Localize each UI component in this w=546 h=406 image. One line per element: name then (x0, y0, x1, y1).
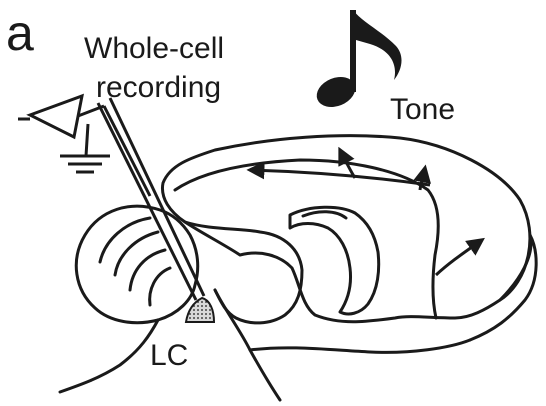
locus-coeruleus (186, 298, 214, 322)
recording-label-line2: recording (96, 71, 221, 104)
lc-label: LC (150, 339, 188, 372)
panel-label: a (6, 5, 34, 61)
projection-arrows (250, 150, 482, 275)
music-note-icon (312, 10, 401, 112)
recording-label-line1: Whole-cell (84, 32, 224, 65)
projection-arrow-ventral (436, 240, 482, 275)
brain-outline (60, 136, 536, 400)
ground-symbol-icon (60, 124, 110, 172)
tone-label: Tone (390, 93, 455, 126)
amplifier-triangle-icon (18, 96, 150, 196)
